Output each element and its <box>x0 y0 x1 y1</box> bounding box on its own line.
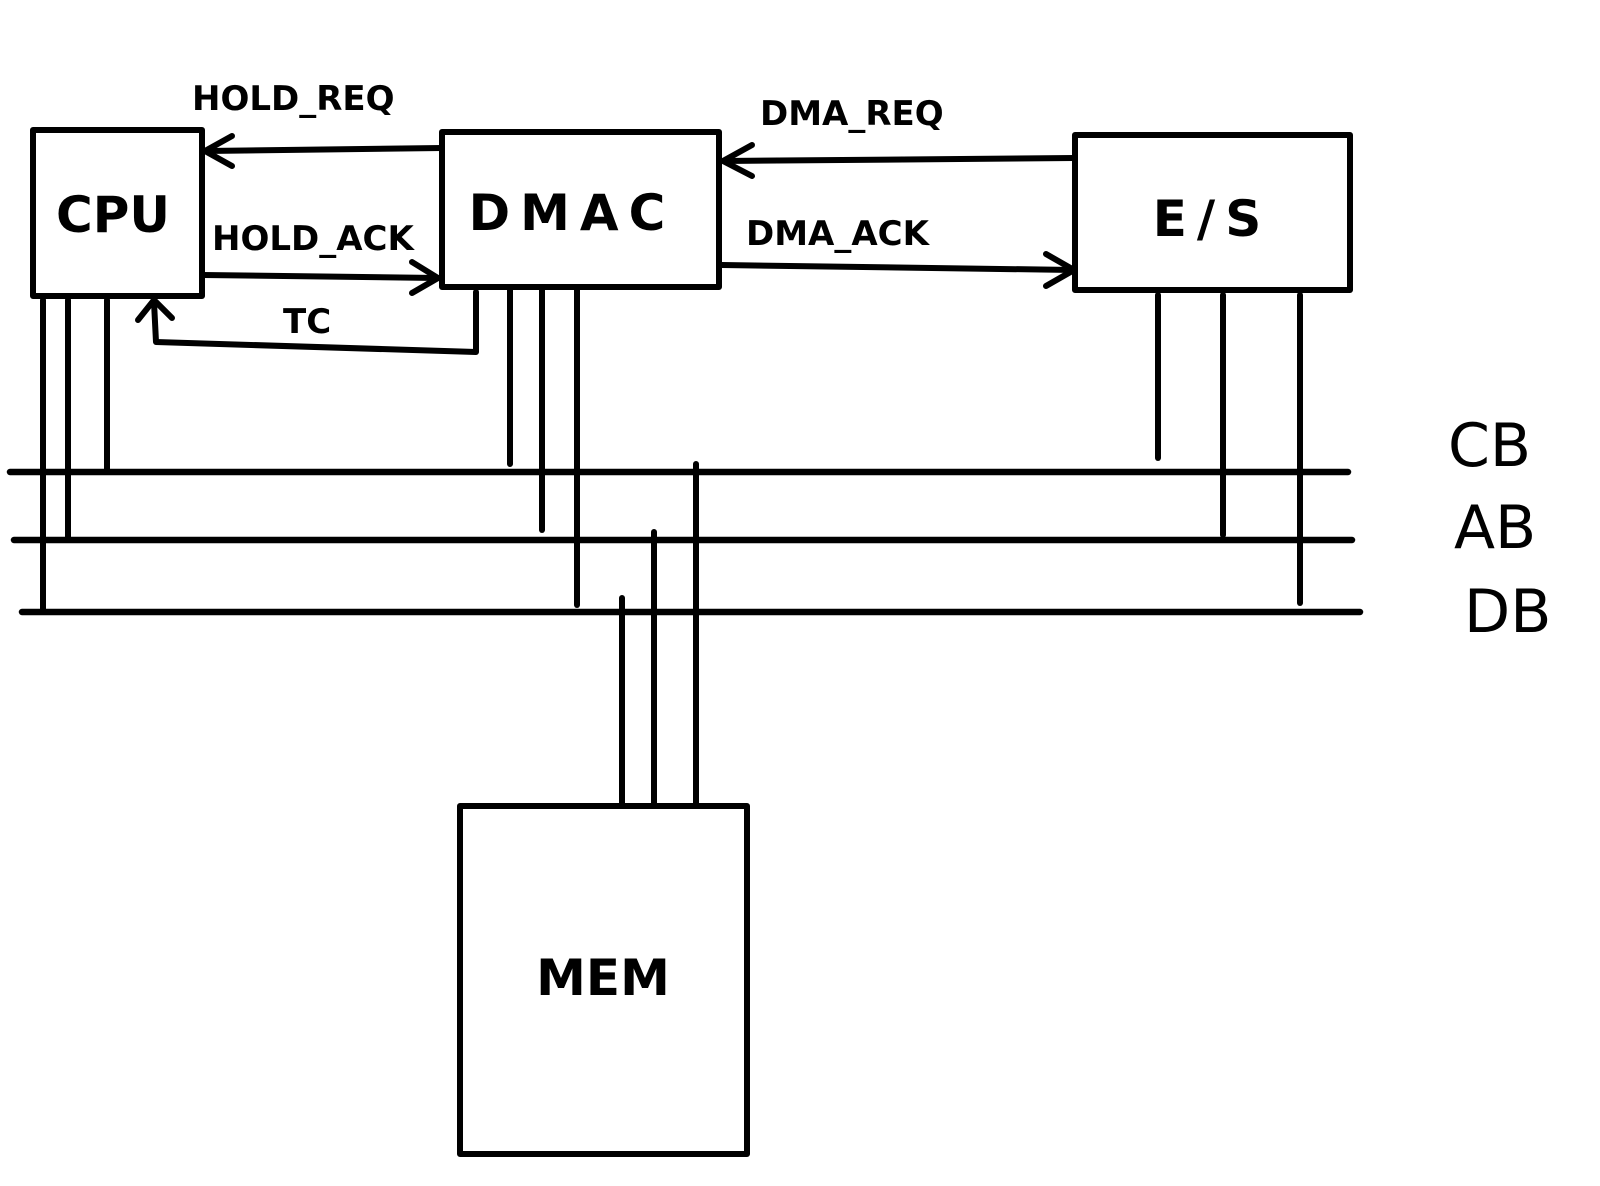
hold-ack-arrowhead <box>409 259 441 296</box>
hold-req-arrow <box>203 145 445 154</box>
es-block <box>1072 132 1353 293</box>
mem-block <box>457 803 750 1157</box>
dma-req-arrow <box>721 155 1077 164</box>
hold-ack-label: HOLD_ACK <box>212 219 416 259</box>
cpu-block <box>30 127 205 299</box>
tc-label: TC <box>283 302 331 342</box>
db-label: DB <box>1464 577 1551 647</box>
ab-label: AB <box>1454 493 1536 563</box>
es-label: E/S <box>1153 190 1271 248</box>
cpu-label: CPU <box>56 186 170 244</box>
dma-ack-arrow <box>719 262 1077 273</box>
hold-req-label: HOLD_REQ <box>192 79 395 119</box>
dma-ack-label: DMA_ACK <box>746 214 931 254</box>
tc-arrow <box>151 289 479 355</box>
dmac-block <box>439 129 722 290</box>
dma-req-arrowhead <box>720 142 755 179</box>
mem-label: MEM <box>536 949 670 1007</box>
tc-arrowhead <box>135 297 175 323</box>
dma-req-label: DMA_REQ <box>760 94 944 134</box>
hold-ack-arrow <box>200 272 441 281</box>
dmac-label: DMAC <box>469 184 676 242</box>
cb-label: CB <box>1448 411 1531 481</box>
